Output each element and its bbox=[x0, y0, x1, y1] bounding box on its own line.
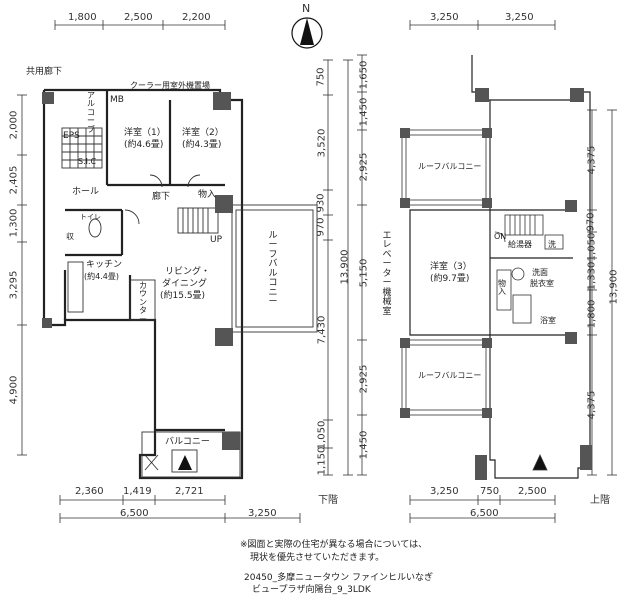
left-bottom-dim-1: 2,360 bbox=[75, 486, 104, 497]
left-bottom-dim-5: 3,250 bbox=[248, 508, 277, 519]
right-bottom-dim-2: 750 bbox=[480, 486, 500, 497]
room-mb: MB bbox=[110, 95, 124, 105]
left-bottom-dim-2: 1,419 bbox=[123, 486, 152, 497]
room-roof-balcony-top: ルーフバルコニー bbox=[418, 162, 482, 171]
room-shoe-closet: S.I.C bbox=[78, 157, 97, 166]
left-right-dim-3: 930 bbox=[315, 193, 327, 213]
right-right-dim-1: 4,375 bbox=[586, 145, 598, 175]
room-bedroom3-size: (約9.7畳) bbox=[430, 274, 470, 284]
room-elevator-area: エレベーター機械室 bbox=[382, 231, 392, 317]
room-kitchen-size: (約4.4畳) bbox=[84, 272, 119, 281]
right-left-dim-1: 1,650 bbox=[358, 60, 370, 90]
right-bottom-dim-1: 3,250 bbox=[430, 486, 459, 497]
room-wash: 洗面 bbox=[532, 268, 548, 277]
property-line1: 20450_多摩ニュータウン ファインヒルいなぎ bbox=[244, 573, 433, 583]
left-right-dim-1: 750 bbox=[315, 67, 327, 87]
left-side-dim-5: 4,900 bbox=[8, 375, 20, 405]
room-eps: EPS bbox=[63, 131, 80, 141]
room-common-corridor: 共用廊下 bbox=[26, 67, 63, 77]
right-right-dim-3: 1,050 bbox=[586, 232, 598, 262]
left-side-dim-1: 2,000 bbox=[8, 110, 20, 140]
left-top-dim-3: 2,200 bbox=[182, 12, 211, 23]
room-counter: カウンター bbox=[139, 281, 147, 324]
left-floor-label: 下階 bbox=[318, 495, 338, 506]
room-bedroom1-name: 洋室（1） bbox=[124, 128, 166, 138]
left-right-dim-6: 1,050 bbox=[316, 420, 328, 450]
room-water-heater: 給湯器 bbox=[508, 240, 532, 249]
room-bedroom1-size: (約4.6畳) bbox=[124, 140, 164, 150]
disclaimer-line1: ※図面と実際の住宅が異なる場合については、 bbox=[240, 540, 428, 550]
right-left-dim-6: 1,450 bbox=[358, 430, 370, 460]
room-closet-right: 洗 bbox=[548, 240, 556, 249]
right-top-dim-1: 3,250 bbox=[430, 12, 459, 23]
left-bottom-dim-4: 6,500 bbox=[120, 508, 149, 519]
left-right-dim-outer: 13,900 bbox=[339, 249, 351, 285]
left-side-dim-4: 3,295 bbox=[8, 270, 20, 300]
right-left-dim-4: 5,150 bbox=[358, 258, 370, 288]
room-kitchen: キッチン bbox=[86, 260, 123, 270]
room-alcove: アルコーブ bbox=[87, 91, 95, 134]
room-up: UP bbox=[210, 235, 223, 245]
left-side-dim-2: 2,405 bbox=[8, 165, 20, 195]
room-bedroom2-name: 洋室（2） bbox=[182, 128, 224, 138]
room-bath: 浴室 bbox=[540, 316, 556, 325]
right-left-dim-2: 1,450 bbox=[358, 97, 370, 127]
room-balcony: バルコニー bbox=[165, 437, 210, 447]
room-storage-right: 物入 bbox=[498, 279, 506, 297]
room-cooler-area: クーラー用室外機置場 bbox=[130, 81, 210, 90]
right-left-dim-5: 2,925 bbox=[358, 364, 370, 394]
room-living-size: (約15.5畳) bbox=[160, 291, 206, 301]
room-living-line2: ダイニング bbox=[162, 279, 208, 289]
disclaimer-line2: 現状を優先させていただきます。 bbox=[250, 553, 385, 563]
right-top-dim-2: 3,250 bbox=[505, 12, 534, 23]
room-corridor: 廊下 bbox=[152, 192, 171, 202]
right-bottom-dim-3: 2,500 bbox=[518, 486, 547, 497]
left-top-dim-2: 2,500 bbox=[124, 12, 153, 23]
left-side-dim-3: 1,300 bbox=[8, 208, 20, 238]
room-closet: 収 bbox=[66, 232, 74, 241]
compass-north-label: N bbox=[302, 2, 311, 15]
right-right-dim-outer: 13,900 bbox=[608, 269, 620, 305]
property-line2: ビュープラザ向陽台_9_3LDK bbox=[252, 585, 371, 595]
right-right-dim-5: 1,800 bbox=[586, 299, 598, 329]
room-bedroom3-name: 洋室（3） bbox=[430, 262, 472, 272]
right-right-dim-6: 4,375 bbox=[586, 390, 598, 420]
room-on-label: ON bbox=[494, 232, 507, 241]
right-bottom-dim-4: 6,500 bbox=[470, 508, 499, 519]
right-right-dim-4: 1,330 bbox=[586, 261, 598, 291]
room-roof-balcony-bottom: ルーフバルコニー bbox=[418, 371, 482, 380]
right-left-dim-3: 2,925 bbox=[358, 152, 370, 182]
left-right-dim-4: 970 bbox=[315, 217, 327, 237]
left-right-dim-5: 7,430 bbox=[316, 315, 328, 345]
room-living-line1: リビング・ bbox=[165, 267, 211, 277]
room-roof-balcony: ルーフバルコニー bbox=[268, 231, 278, 308]
room-laundry: 脱衣室 bbox=[530, 279, 554, 288]
left-top-dim-1: 1,800 bbox=[68, 12, 97, 23]
room-bedroom2-size: (約4.3畳) bbox=[182, 140, 222, 150]
right-right-dim-2: 970 bbox=[585, 212, 597, 232]
compass-icon bbox=[291, 17, 323, 49]
room-hall: ホール bbox=[72, 187, 100, 197]
left-right-dim-7: 1,150 bbox=[316, 446, 328, 476]
left-right-dim-2: 3,520 bbox=[316, 128, 328, 158]
room-storage: 物入 bbox=[198, 190, 217, 200]
left-bottom-dim-3: 2,721 bbox=[175, 486, 204, 497]
room-toilet: トイレ bbox=[80, 213, 101, 221]
right-floor-label: 上階 bbox=[590, 495, 610, 506]
